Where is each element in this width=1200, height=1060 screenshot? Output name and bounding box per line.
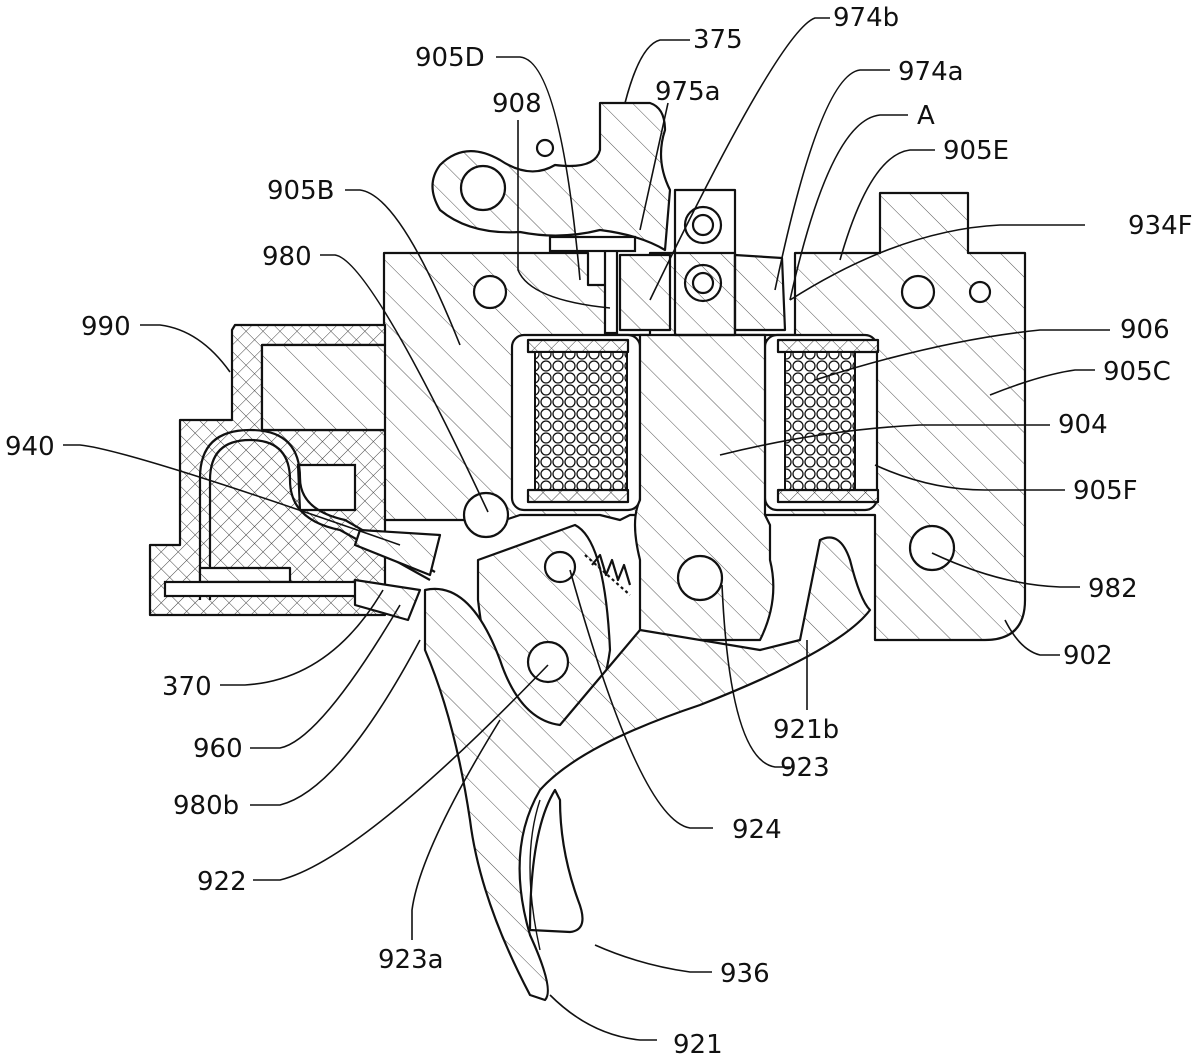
label-940: 940: [5, 432, 55, 462]
grip-housing-990: [148, 323, 436, 617]
label-375: 375: [693, 25, 743, 55]
screw-holes: [472, 274, 992, 602]
label-905D: 905D: [415, 43, 485, 73]
label-922: 922: [197, 867, 247, 897]
label-908: 908: [492, 89, 542, 119]
label-905B: 905B: [267, 176, 334, 206]
ball-980: [462, 491, 510, 539]
label-980: 980: [262, 242, 312, 272]
label-905E: 905E: [943, 136, 1009, 166]
label-980b: 980b: [173, 791, 239, 821]
label-923a: 923a: [378, 945, 444, 975]
label-960: 960: [193, 734, 243, 764]
armature-blocks: [603, 188, 787, 337]
coil-left: [526, 338, 630, 504]
label-990: 990: [81, 312, 131, 342]
label-905F: 905F: [1073, 476, 1138, 506]
label-974b: 974b: [833, 3, 899, 33]
coil-right: [776, 338, 880, 504]
label-924: 924: [732, 815, 782, 845]
label-975a: 975a: [655, 77, 721, 107]
label-974a: 974a: [898, 57, 964, 87]
label-906: 906: [1120, 315, 1170, 345]
label-905C: 905C: [1103, 357, 1171, 387]
trigger-921: [423, 536, 872, 1002]
reference-labels: 375 974b 905D 975a 974a 908 A 905E 905B …: [5, 3, 1193, 1060]
leader-lines: [63, 17, 1110, 1041]
label-904: 904: [1058, 410, 1108, 440]
label-934F: 934F: [1128, 211, 1193, 241]
label-902: 902: [1063, 641, 1113, 671]
label-982: 982: [1088, 574, 1138, 604]
spring: [591, 553, 632, 586]
label-A: A: [917, 101, 935, 131]
lever-375: [431, 101, 672, 253]
label-936: 936: [720, 959, 770, 989]
label-923: 923: [780, 753, 830, 783]
label-921: 921: [673, 1030, 723, 1060]
label-921b: 921b: [773, 715, 839, 745]
sear-960: [353, 528, 442, 622]
label-370: 370: [162, 672, 212, 702]
